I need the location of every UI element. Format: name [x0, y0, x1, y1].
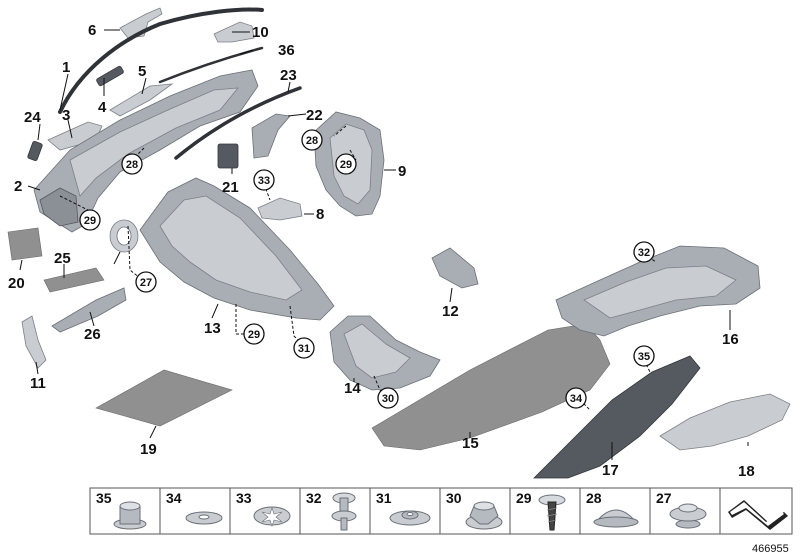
callout-29a: 29 [335, 153, 357, 175]
fastener-number-30: 30 [446, 490, 462, 506]
fastener-number-28: 28 [586, 490, 602, 506]
label-part-26: 26 [84, 326, 101, 343]
label-part-21: 22 [306, 107, 323, 124]
part-17-underbody-panel[interactable] [533, 355, 701, 479]
collar-nut-icon [669, 503, 707, 529]
svg-text:29: 29 [248, 329, 260, 341]
label-part-22: 23 [280, 67, 297, 84]
svg-text:31: 31 [298, 343, 310, 355]
label-part-9: 9 [398, 163, 406, 180]
label-part-24: 25 [54, 250, 71, 267]
callout-28b: 28 [301, 129, 323, 151]
part-24-mat[interactable] [43, 267, 105, 293]
svg-text:32: 32 [638, 247, 650, 259]
callout-33: 33 [253, 169, 275, 191]
label-part-4: 4 [98, 99, 107, 116]
label-part-19: 19 [140, 441, 157, 458]
label-part-13: 13 [204, 320, 221, 337]
part-labels: 6 10 1 36 5 4 23 24 3 22 2 9 21 8 20 25 … [8, 22, 755, 480]
svg-text:28: 28 [126, 159, 138, 171]
callout-35: 35 [633, 345, 655, 367]
part-26-strip[interactable] [51, 287, 127, 333]
label-part-20: 20 [8, 275, 25, 292]
label-part-14: 14 [344, 380, 361, 397]
label-part-2: 2 [14, 178, 22, 195]
label-part-1: 1 [62, 59, 70, 76]
fastener-number-35: 35 [96, 490, 112, 506]
washer-icon [185, 511, 223, 525]
cage-nut-icon [389, 510, 431, 526]
part-12-bracket[interactable] [431, 247, 479, 289]
svg-text:28: 28 [306, 135, 318, 147]
hex-nut-icon [465, 501, 503, 530]
fastener-number-32: 32 [306, 490, 322, 506]
part-4-strip[interactable] [96, 65, 124, 87]
callout-34: 34 [565, 387, 587, 409]
screw-icon [538, 494, 566, 531]
callout-29c: 29 [243, 323, 265, 345]
callout-30: 30 [377, 387, 399, 409]
dome-clip-icon [593, 509, 639, 528]
fastener-number-34: 34 [166, 490, 182, 506]
svg-text:29: 29 [340, 159, 352, 171]
part-16-rear-floor-insulation[interactable] [555, 245, 761, 337]
part-13-tunnel-insulation[interactable] [139, 177, 335, 321]
push-rivet-icon [331, 492, 357, 531]
part-20-mat[interactable] [7, 227, 43, 261]
flange-nut-icon [113, 501, 147, 530]
leader-lines [19, 29, 749, 460]
label-part-23: 24 [24, 109, 41, 126]
label-part-6: 6 [88, 22, 96, 39]
part-1-seal-strip[interactable] [58, 7, 264, 114]
part-22-seal-strip[interactable] [174, 86, 302, 160]
label-part-15: 15 [462, 435, 479, 452]
part-25-pad[interactable] [217, 143, 239, 169]
label-part-36: 36 [278, 42, 295, 59]
fastener-number-29: 29 [516, 490, 532, 506]
label-part-3: 3 [62, 107, 70, 124]
fastener-strip: 35 34 33 32 31 30 29 28 27 [89, 487, 793, 535]
callout-31: 31 [293, 337, 315, 359]
label-part-18: 18 [738, 463, 755, 480]
label-part-10: 10 [252, 24, 269, 41]
callout-27: 27 [135, 271, 157, 293]
fastener-number-33: 33 [236, 490, 252, 506]
label-part-12: 12 [442, 303, 459, 320]
label-part-16: 16 [722, 331, 739, 348]
label-part-17: 17 [602, 462, 619, 479]
svg-text:27: 27 [140, 277, 152, 289]
part-7-grommet[interactable] [109, 219, 139, 253]
part-11-bracket[interactable] [21, 315, 47, 369]
part-21-bracket[interactable] [251, 113, 291, 159]
star-clip-icon [253, 506, 291, 527]
svg-text:30: 30 [382, 393, 394, 405]
reference-number: 466955 [752, 543, 789, 555]
part-15-floor-mat[interactable] [371, 323, 611, 451]
fastener-number-27: 27 [656, 490, 672, 506]
fastener-number-31: 31 [376, 490, 392, 506]
callout-32: 32 [633, 241, 655, 263]
svg-text:29: 29 [84, 215, 96, 227]
svg-text:35: 35 [638, 351, 650, 363]
part-18-underbody-insulation[interactable] [659, 393, 791, 451]
gasket-strip-icon [728, 500, 788, 530]
label-part-11: 11 [30, 375, 46, 392]
circled-callouts: 28 28 29 29 27 29 31 30 [79, 129, 655, 409]
callout-29b: 29 [79, 209, 101, 231]
part-14-tunnel-rear-insulation[interactable] [329, 315, 441, 391]
svg-text:33: 33 [258, 175, 270, 187]
part-23-pad[interactable] [27, 140, 43, 162]
label-part-8: 8 [316, 206, 324, 223]
callout-28a: 28 [121, 153, 143, 175]
svg-text:34: 34 [570, 393, 583, 405]
label-part-25: 21 [222, 179, 239, 196]
label-part-5: 5 [138, 63, 146, 80]
part-2-bulkhead-insulation[interactable] [33, 69, 259, 233]
part-8-bracket[interactable] [257, 197, 303, 221]
part-19-mat[interactable] [95, 369, 233, 427]
